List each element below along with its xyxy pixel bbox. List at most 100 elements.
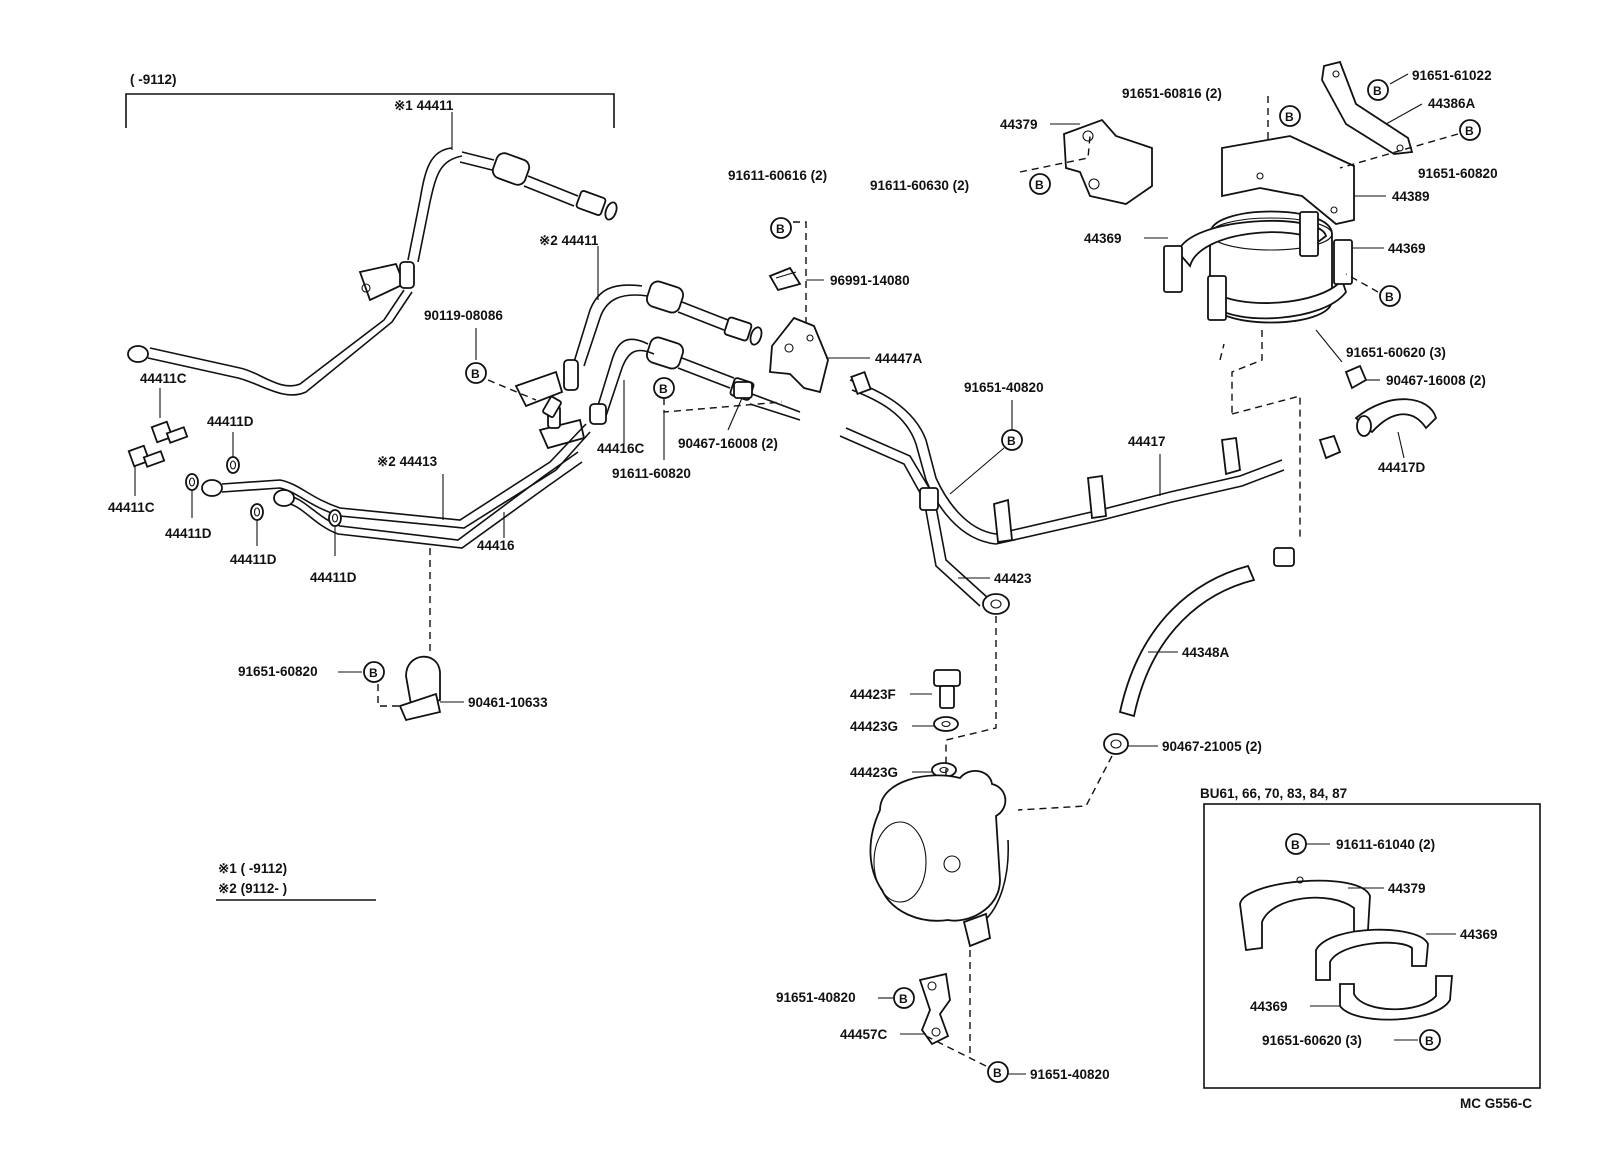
connector-91651-40820-top xyxy=(949,400,1013,495)
label-44423: 44423 xyxy=(994,571,1032,586)
dash-91611-60616 xyxy=(793,221,807,371)
connector-91651-60620 xyxy=(1315,329,1343,363)
label-44423F: 44423F xyxy=(850,687,896,702)
pipe-44417 xyxy=(849,370,1285,545)
label-44411-1: ※1 44411 xyxy=(394,98,454,113)
washer-44411D-a xyxy=(226,456,240,474)
dash-91651-60820-tr xyxy=(1339,133,1459,169)
dash-90119 xyxy=(487,379,537,401)
legend-1: ※1 ( -9112) xyxy=(218,861,287,876)
label-44417D: 44417D xyxy=(1378,460,1426,475)
label-44389: 44389 xyxy=(1392,189,1430,204)
label-44369-left: 44369 xyxy=(1084,231,1122,246)
svg-text:B: B xyxy=(776,222,785,236)
label-44416C: 44416C xyxy=(597,441,645,456)
b-circle-91651-61022: B xyxy=(1367,79,1389,101)
clip-90467-mid xyxy=(733,381,753,399)
label-91651-60816: 91651-60816 (2) xyxy=(1122,86,1222,101)
svg-text:B: B xyxy=(1291,838,1300,852)
label-91651-61022: 91651-61022 xyxy=(1412,68,1492,83)
label-91651-40820-bb: 91651-40820 xyxy=(1030,1067,1110,1082)
bracket-44389 xyxy=(1221,135,1355,225)
dash-91651-60620 xyxy=(1345,273,1379,293)
svg-text:B: B xyxy=(1285,110,1294,124)
label-96991: 96991-14080 xyxy=(830,273,910,288)
label-44411C-a: 44411C xyxy=(140,371,187,386)
dash-91611-60820 xyxy=(663,398,783,413)
washer-44411D-d xyxy=(328,509,342,527)
label-90467-21005: 90467-21005 (2) xyxy=(1162,739,1262,754)
label-44411D-c: 44411D xyxy=(230,552,277,567)
label-44411D-b: 44411D xyxy=(165,526,212,541)
label-90119: 90119-08086 xyxy=(424,308,503,323)
vacuum-pump xyxy=(869,770,1009,948)
label-inset-91611: 91611-61040 (2) xyxy=(1336,837,1435,852)
range-bracket xyxy=(125,93,615,128)
b-circle-91651-60620: B xyxy=(1379,285,1401,307)
label-44411C-b: 44411C xyxy=(108,500,155,515)
b-circle-91651-40820-bm: B xyxy=(893,987,915,1009)
hose-44417D xyxy=(1354,398,1438,437)
dash-canister-vent xyxy=(1219,330,1301,540)
b-circle-91651-60820-bl: B xyxy=(363,661,385,683)
label-44411D-a: 44411D xyxy=(207,414,254,429)
svg-text:B: B xyxy=(1385,290,1394,304)
dash-91651-60820-bl xyxy=(377,684,404,707)
label-44457C: 44457C xyxy=(840,1027,888,1042)
label-91651-60620: 91651-60620 (3) xyxy=(1346,345,1446,360)
clip-90461-10633 xyxy=(398,655,442,722)
svg-text:B: B xyxy=(471,367,480,381)
dash-hose-to-pump xyxy=(1017,755,1113,811)
label-90467-16008-mid: 90467-16008 (2) xyxy=(678,436,778,451)
washer-44411D-c xyxy=(250,503,264,521)
bolt-44423F xyxy=(933,669,961,709)
clip-canister-vent xyxy=(1273,434,1342,567)
label-44413: ※2 44413 xyxy=(377,454,438,469)
label-44411-2: ※2 44411 xyxy=(539,233,599,248)
label-44386A: 44386A xyxy=(1428,96,1476,111)
label-44379-top: 44379 xyxy=(1000,117,1038,132)
label-44348A: 44348A xyxy=(1182,645,1230,660)
b-circle-91651-40820-top: B xyxy=(1001,429,1023,451)
bracket-44386A xyxy=(1321,60,1414,155)
fitting-44411C-b xyxy=(127,444,166,468)
svg-text:B: B xyxy=(899,992,908,1006)
hose-44411-1 xyxy=(127,147,618,396)
label-inset-91651: 91651-60620 (3) xyxy=(1262,1033,1362,1048)
label-91611-60630: 91611-60630 (2) xyxy=(870,178,969,193)
clip-96991 xyxy=(768,266,802,292)
label-44423G-b: 44423G xyxy=(850,765,898,780)
washer-44423G-a xyxy=(933,716,959,732)
inset-band-44369-b xyxy=(1339,975,1453,1021)
band-44369-left xyxy=(1163,211,1328,293)
hose-44411-2 xyxy=(514,280,763,408)
connector-44417D xyxy=(1397,431,1405,459)
label-91651-60820-tr: 91651-60820 xyxy=(1418,166,1498,181)
bolt-90119 xyxy=(542,396,562,418)
label-44417: 44417 xyxy=(1128,434,1166,449)
label-inset-44369-r: 44369 xyxy=(1460,927,1498,942)
svg-text:B: B xyxy=(1465,124,1474,138)
bracket-44447A xyxy=(769,316,829,394)
clamp-90467-21005 xyxy=(1103,733,1129,755)
bracket-44457C xyxy=(918,972,951,1046)
svg-text:B: B xyxy=(1373,84,1382,98)
label-top-range: ( -9112) xyxy=(130,72,177,87)
hose-44348A xyxy=(1118,564,1256,718)
svg-text:B: B xyxy=(369,666,378,680)
b-circle-90119: B xyxy=(465,362,487,384)
inset-frame xyxy=(1203,803,1541,1089)
svg-text:B: B xyxy=(1035,178,1044,192)
label-91611-60820: 91611-60820 xyxy=(612,466,691,481)
label-44423G-a: 44423G xyxy=(850,719,898,734)
connector-44386A xyxy=(1385,103,1423,125)
label-inset-44369-l: 44369 xyxy=(1250,999,1288,1014)
b-circle-inset-91611: B xyxy=(1285,833,1307,855)
dash-44457C xyxy=(925,950,987,1067)
legend-2: ※2 (9112- ) xyxy=(218,881,287,896)
connector-90467-mid xyxy=(727,397,743,431)
b-circle-91611-60820: B xyxy=(653,377,675,399)
inset-title: BU61, 66, 70, 83, 84, 87 xyxy=(1200,786,1347,801)
label-44416: 44416 xyxy=(477,538,515,553)
b-circle-91651-40820-bb: B xyxy=(987,1061,1009,1083)
